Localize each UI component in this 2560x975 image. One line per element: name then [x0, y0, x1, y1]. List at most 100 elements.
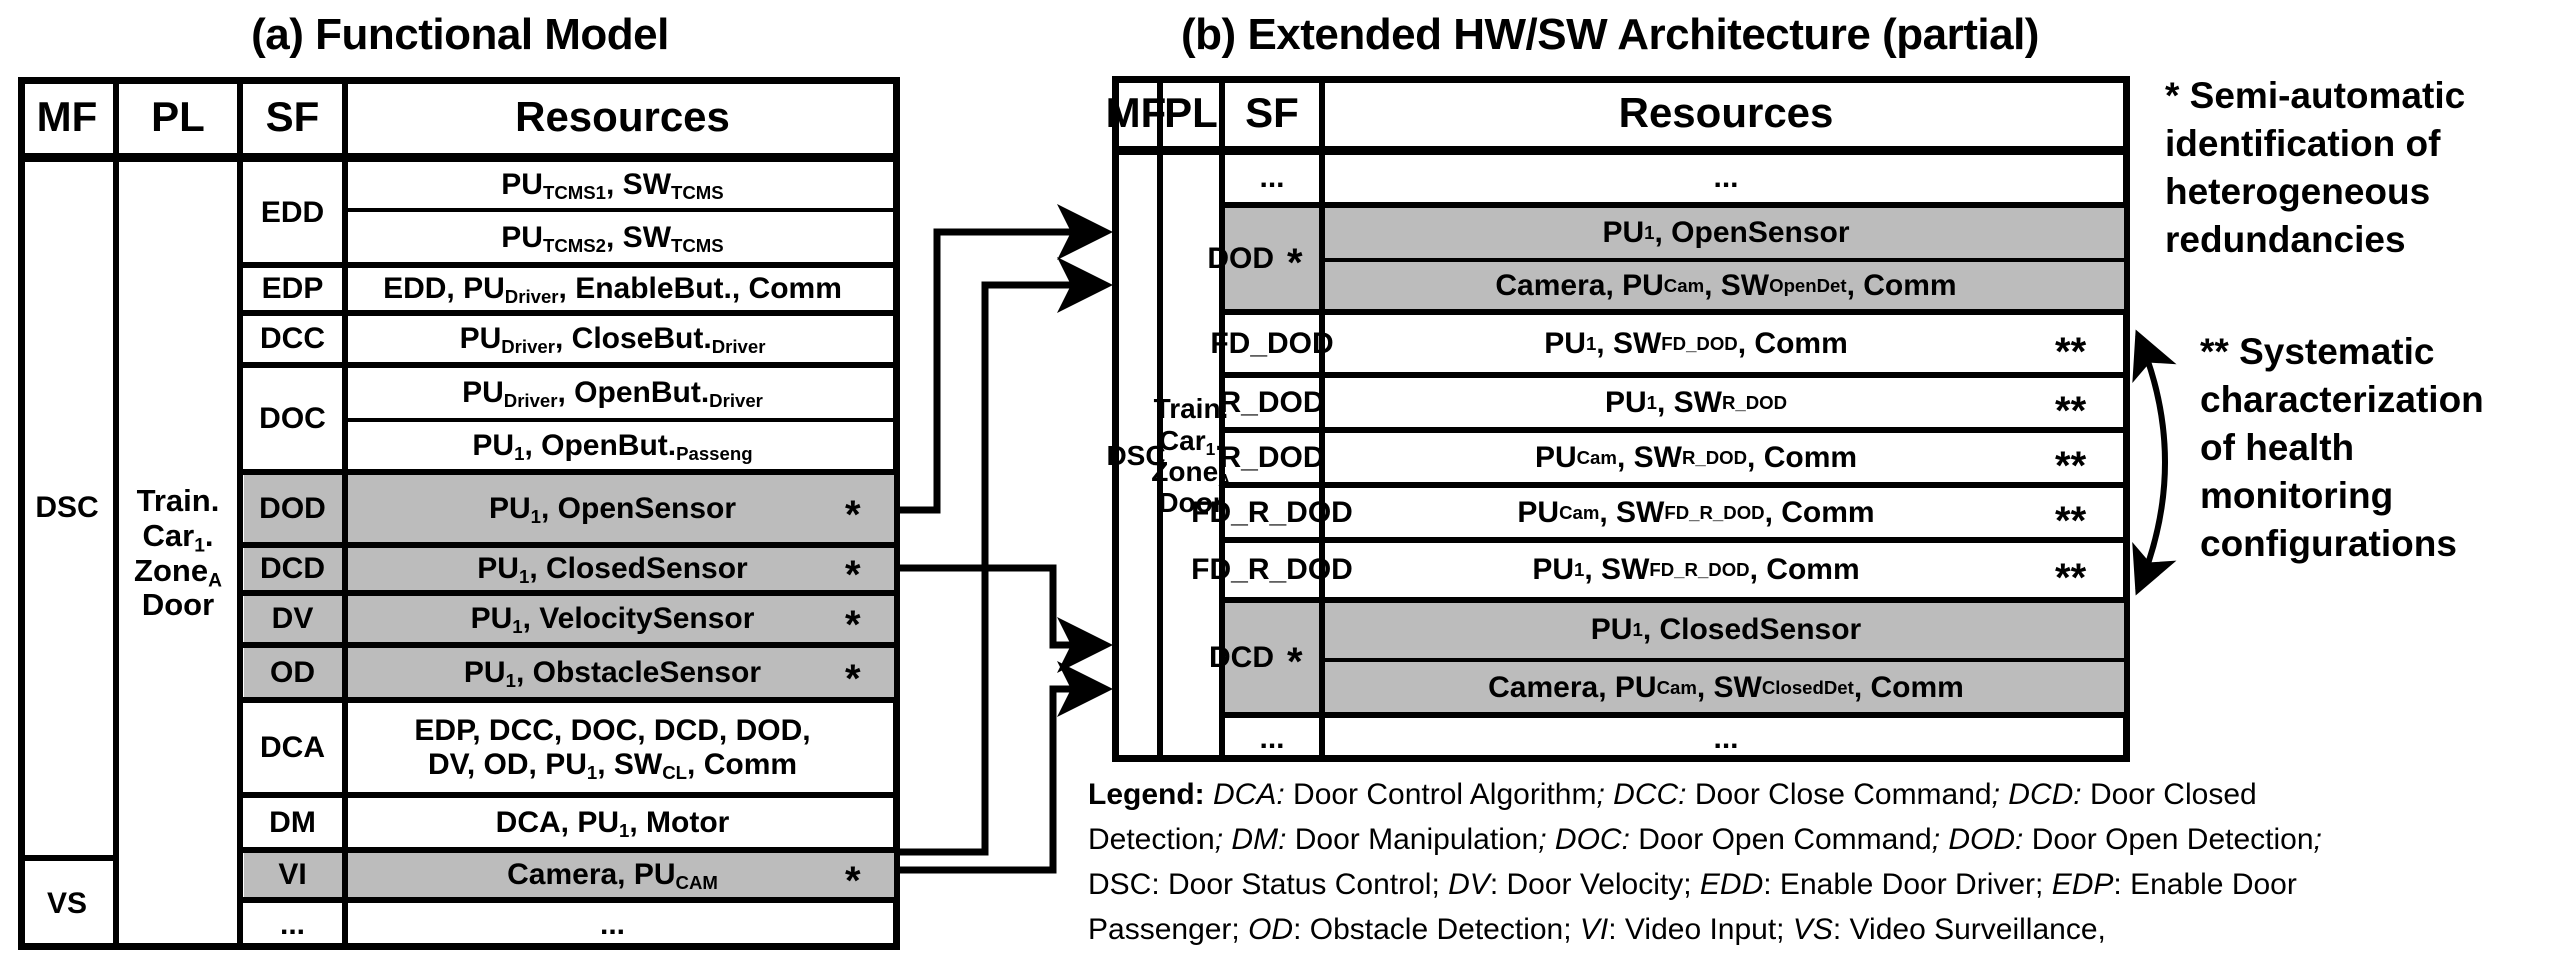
- grid-line: [240, 847, 900, 853]
- grid-line: [237, 77, 243, 950]
- note2-line: of health: [2200, 427, 2355, 469]
- grid-line: [1222, 712, 2130, 718]
- resource-cell: PU1, ObstacleSensor: [463, 655, 762, 691]
- table-a-border: [18, 77, 900, 950]
- panel-a-title: (a) Functional Model: [251, 10, 669, 59]
- grid-line: [1222, 202, 2130, 208]
- grid-line: [240, 262, 900, 268]
- note1-line: identification of: [2165, 123, 2441, 165]
- mf-dsc: DSC: [35, 490, 99, 524]
- grid-line: [240, 642, 900, 648]
- grid-line: [240, 542, 900, 548]
- resource-cell: EDD, PUDriver, EnableBut., Comm: [383, 272, 842, 308]
- row-highlight: [244, 545, 894, 593]
- resource-cell: PUDriver, OpenBut.Driver: [462, 375, 763, 411]
- resource-cell: PUTCMS1, SWTCMS: [501, 168, 724, 204]
- grid-line: [1222, 597, 2130, 603]
- health-monitoring-marker: **: [2055, 556, 2087, 600]
- legend: Legend: DCA: Door Control Algorithm; DCC…: [1088, 772, 2548, 952]
- grid-line: [342, 77, 348, 950]
- grid-line: [240, 590, 900, 596]
- curved-double-arrow: [2132, 329, 2177, 596]
- sf-cell: DOC: [259, 401, 326, 435]
- grid-line: [1222, 482, 2130, 488]
- row-highlight: [244, 645, 894, 700]
- redundancy-marker: *: [1287, 240, 1303, 285]
- grid-line: [1322, 658, 2130, 662]
- resource-cell: PU1, OpenBut.Passeng: [472, 429, 753, 465]
- resource-cell: DCA, PU1, Motor: [495, 805, 730, 841]
- resource-cell: ...: [1713, 160, 1739, 194]
- resource-cell: PU1, VelocitySensor: [470, 602, 755, 638]
- header-sf: SF: [1245, 89, 1299, 137]
- legend-label: Legend:: [1088, 778, 1213, 811]
- grid-line: [240, 792, 900, 798]
- panel-b-title: (b) Extended HW/SW Architecture (partial…: [1181, 10, 2039, 59]
- resource-cell: PU1, OpenSensor: [488, 491, 737, 527]
- note2-line: configurations: [2200, 523, 2457, 565]
- grid-line: [1219, 76, 1225, 762]
- sf-cell: DV: [271, 602, 314, 636]
- health-monitoring-marker: **: [2055, 443, 2087, 488]
- sf-cell: FD_DOD: [1210, 326, 1334, 360]
- grid-line: [1319, 76, 1325, 762]
- grid-line: [1222, 427, 2130, 433]
- grid-line: [345, 418, 900, 422]
- note2-line: monitoring: [2200, 475, 2394, 517]
- sf-cell: DM: [269, 805, 316, 839]
- row-highlight: [244, 593, 894, 645]
- note1-line: * Semi-automatic: [2165, 75, 2466, 116]
- resource-cell: Camera, PUCAM: [507, 858, 718, 894]
- sf-cell: ...: [1259, 160, 1285, 194]
- resource-cell: PU1, ClosedSensor: [477, 552, 748, 588]
- resource-cell: PUDriver, CloseBut.Driver: [459, 322, 766, 358]
- sf-cell: DCC: [260, 322, 325, 356]
- grid-line: [1322, 258, 2130, 262]
- sf-cell: OD: [270, 655, 315, 689]
- legend-line: Legend: DCA: Door Control Algorithm; DCC…: [1088, 778, 2257, 811]
- redundancy-marker: *: [845, 859, 861, 903]
- grid-line: [345, 208, 900, 212]
- redundancy-marker: *: [845, 492, 861, 537]
- sf-cell: R_DOD: [1219, 385, 1325, 419]
- grid-line: [1222, 537, 2130, 543]
- grid-line: [240, 469, 900, 475]
- row-highlight: [1222, 600, 2124, 715]
- health-monitoring-marker: **: [2055, 498, 2087, 543]
- sf-cell: DCA: [260, 730, 325, 764]
- table-b-border: [1112, 76, 2130, 762]
- grid-line: [1222, 309, 2130, 315]
- arrow-dod-to-arch: [900, 204, 1113, 514]
- header-pl: PL: [1164, 89, 1218, 137]
- redundancy-marker: *: [845, 553, 861, 597]
- row-highlight: [244, 472, 894, 545]
- header-resources: Resources: [515, 93, 730, 141]
- grid-line: [240, 362, 900, 368]
- health-monitoring-marker: **: [2055, 388, 2087, 433]
- mf-vs: VS: [46, 887, 88, 921]
- header-sf: SF: [265, 93, 320, 141]
- sf-cell: EDP: [261, 272, 324, 306]
- legend-line: Detection; DM: Door Manipulation; DOC: D…: [1088, 823, 2322, 856]
- grid-line: [1222, 372, 2130, 378]
- arrow-vi-to-dcd: [900, 661, 1113, 874]
- resource-cell: ...: [599, 908, 625, 942]
- legend-line: Passenger; OD: Obstacle Detection; VI: V…: [1088, 913, 2106, 946]
- note2-line: characterization: [2200, 379, 2484, 421]
- grid-line: [240, 897, 900, 903]
- arrow-dcd-to-arch: [900, 564, 1113, 673]
- redundancy-marker: *: [845, 656, 861, 701]
- sf-cell: ...: [1259, 721, 1285, 755]
- resource-cell: EDP, DCC, DOC, DCD, DOD,DV, OD, PU1, SWC…: [414, 713, 811, 783]
